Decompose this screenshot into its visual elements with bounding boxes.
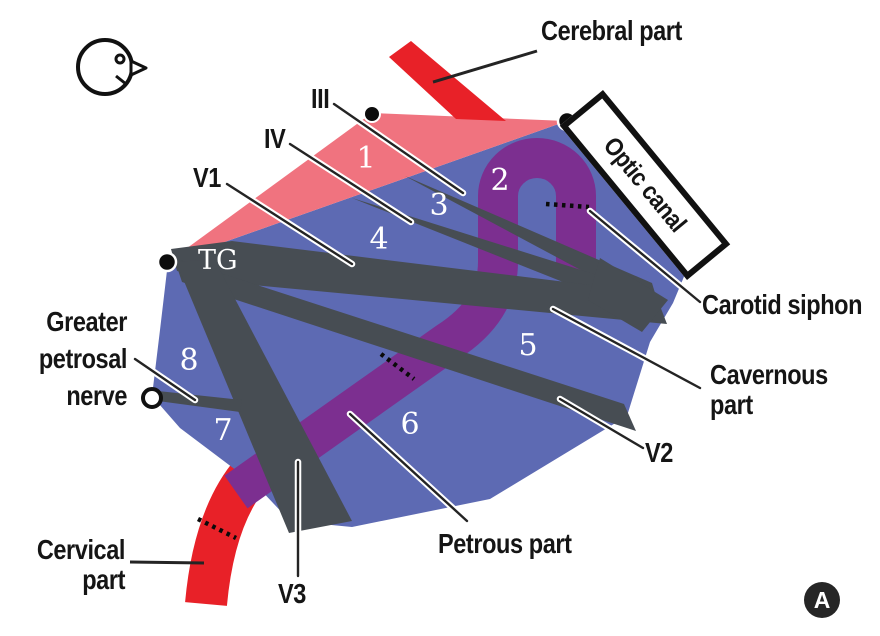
nerve-iii-entry-dot <box>363 105 381 123</box>
cerebral-part-label: Cerebral part <box>541 15 682 46</box>
leader-lines <box>129 49 704 580</box>
petrous-part-leader <box>346 410 471 525</box>
dural-roof-triangle <box>168 113 567 262</box>
nerve-iii-leader <box>330 100 467 197</box>
nerve-v3-band <box>176 259 352 533</box>
cervical-petrous-boundary-dotted <box>196 516 238 541</box>
region-number-5: 5 <box>518 328 538 363</box>
nerve-v2-label: V2 <box>645 437 673 468</box>
nerve-v1-leader <box>223 180 356 268</box>
region-number-8: 8 <box>179 343 199 378</box>
nerve-iv-label: IV <box>264 123 286 154</box>
cerebral-part-leader <box>432 49 538 84</box>
trigeminal-ganglion-label: TG <box>198 245 238 276</box>
cavernous-part-leader <box>549 305 704 392</box>
cavernous-part-label: Cavernous part <box>710 359 828 420</box>
nerve-v1-band <box>171 241 667 324</box>
head-orientation-icon <box>76 38 148 96</box>
carotid-siphon-label: Carotid siphon <box>702 289 863 320</box>
trigeminal-ganglion-dot <box>156 251 178 273</box>
greater-petrosal-nerve-marker-circle <box>141 387 163 409</box>
panel-letter: A <box>813 586 831 613</box>
petrous-cavernous-boundary-dotted <box>379 352 416 381</box>
greater-petrosal-nerve-label: Greater petrosal nerve <box>38 306 128 411</box>
head-icon-eye <box>114 53 126 65</box>
greater-petrosal-nerve-band <box>158 391 242 412</box>
nerve-v3-label: V3 <box>278 578 306 609</box>
nerve-v2-leader <box>556 395 647 452</box>
nerve-iv-leader <box>286 140 415 226</box>
region-number-4: 4 <box>369 222 389 257</box>
cervical-part-label: Cervical part <box>36 534 126 595</box>
region-number-6: 6 <box>400 407 420 442</box>
cervical-part-leader <box>129 560 205 565</box>
nerve-convergence-wedge <box>588 258 668 332</box>
nerve-iii-label: III <box>311 83 330 114</box>
head-icon-nose <box>129 59 148 77</box>
region-number-3: 3 <box>429 188 449 223</box>
carotid-siphon-band <box>224 138 596 509</box>
cerebral-part-band <box>389 41 506 121</box>
head-icon-face <box>76 38 134 96</box>
carotid-siphon-leader <box>586 207 704 306</box>
panel-letter-badge: A <box>804 582 840 618</box>
petrous-part-label: Petrous part <box>438 528 572 559</box>
nerve-v1-label: V1 <box>193 162 221 193</box>
region-number-7: 7 <box>213 413 233 448</box>
greater-petrosal-nerve-leader <box>131 355 199 404</box>
region-number-1: 1 <box>356 141 376 176</box>
head-icon-mouth <box>115 74 127 86</box>
region-number-2: 2 <box>490 163 510 198</box>
nerve-v2-band <box>174 258 636 431</box>
